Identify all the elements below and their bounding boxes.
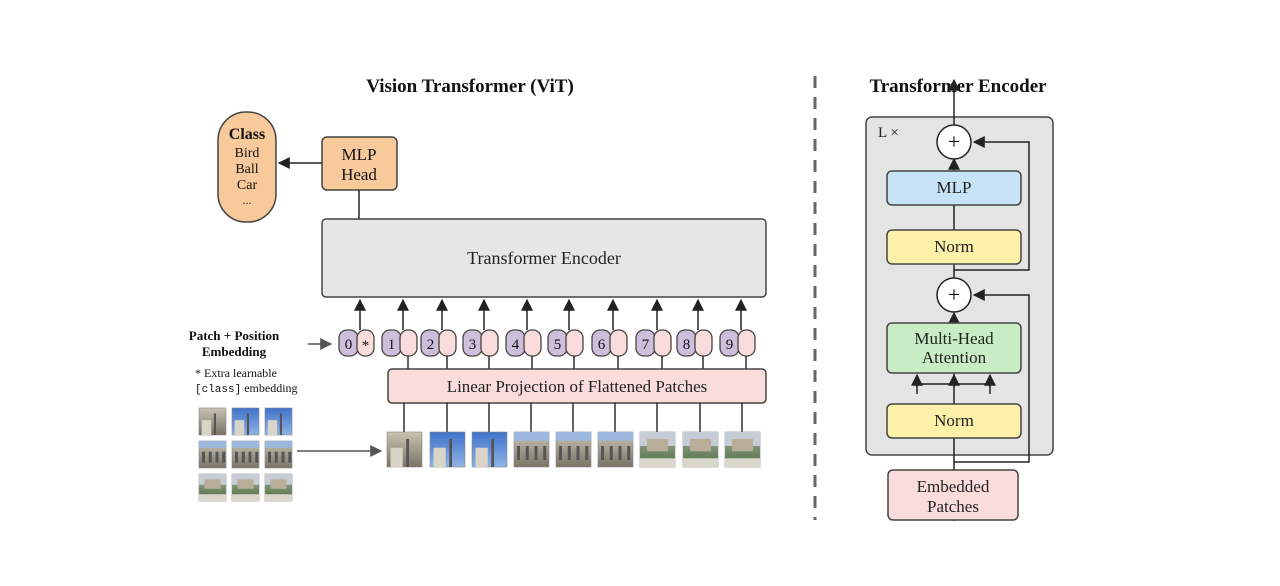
encoder-detail-title: Transformer Encoder <box>869 76 1047 97</box>
image-patch-icon <box>231 473 260 502</box>
residual-connection-upper <box>954 136 1030 271</box>
image-patch-icon <box>198 473 227 502</box>
position-embedding-cell <box>480 329 499 357</box>
token-pair: 7 <box>635 298 672 369</box>
embedded-patches-line2: Patches <box>927 497 979 516</box>
add-symbol-lower: + <box>948 282 960 307</box>
position-embedding-cell <box>694 329 713 357</box>
embedding-word: embedding <box>241 381 297 395</box>
class-output-box <box>217 111 277 223</box>
position-embedding-cell <box>609 329 628 357</box>
embedded-patches-line1: Embedded <box>917 477 990 496</box>
position-embedding-cell <box>356 329 375 357</box>
patch-position-label-line1: Patch + Position <box>189 328 280 343</box>
image-patch-icon <box>471 431 508 468</box>
norm-block-bottom-label: Norm <box>934 411 974 430</box>
residual-add-lower: + <box>936 277 972 313</box>
position-embedding-cell <box>565 329 584 357</box>
norm-block-bottom <box>886 403 1022 439</box>
token-pair: 2 <box>420 298 457 369</box>
image-patch-icon <box>264 407 293 436</box>
token-pair: 5 <box>547 298 584 369</box>
token-pair: 1 <box>381 298 418 369</box>
image-patch-icon <box>429 431 466 468</box>
mlp-block-label: MLP <box>937 178 972 197</box>
class-item-ball: Ball <box>235 162 258 177</box>
token-index-label: 2 <box>427 337 435 353</box>
plus-circle-icon <box>936 277 972 313</box>
plus-circle-icon <box>936 124 972 160</box>
attention-label-line1: Multi-Head <box>914 329 994 348</box>
linear-projection-label: Linear Projection of Flattened Patches <box>447 377 708 396</box>
residual-connection-lower <box>954 289 1030 463</box>
mlp-block <box>886 170 1022 206</box>
image-patch-icon <box>264 473 293 502</box>
patch-position-label-line2: Embedding <box>202 344 267 359</box>
token-index-label: 4 <box>512 337 520 353</box>
image-patch-icon <box>513 431 550 468</box>
embedded-patches-block <box>887 469 1019 521</box>
image-patch-icon <box>639 431 676 468</box>
position-embedding-cell <box>438 329 457 357</box>
mlp-head-line1: MLP <box>342 145 377 164</box>
class-item-car: Car <box>237 178 258 193</box>
add-symbol-upper: + <box>948 129 960 154</box>
image-patch-icon <box>682 431 719 468</box>
token-pair: 0* <box>338 298 375 357</box>
mlp-head-line2: Head <box>341 165 377 184</box>
image-patch-icon <box>231 407 260 436</box>
image-patch-icon <box>231 440 260 469</box>
token-index-label: 3 <box>469 337 477 353</box>
class-token-marker: * <box>362 338 370 354</box>
token-index-label: 0 <box>345 337 353 353</box>
repeat-label: L × <box>878 125 899 141</box>
residual-add-upper: + <box>936 124 972 160</box>
token-index-label: 5 <box>554 337 562 353</box>
token-index-label: 6 <box>598 337 606 353</box>
image-patch-icon <box>264 440 293 469</box>
token-pair: 8 <box>676 298 713 369</box>
token-pair: 3 <box>462 298 499 369</box>
image-patch-icon <box>724 431 761 468</box>
norm-block-top-label: Norm <box>934 237 974 256</box>
token-pair: 9 <box>719 298 756 369</box>
flattened-patch-row <box>386 403 761 468</box>
image-patch-icon <box>597 431 634 468</box>
source-image-patch-grid <box>198 407 293 502</box>
image-patch-icon <box>198 440 227 469</box>
token-index-label: 9 <box>726 337 734 353</box>
extra-learnable-note: * Extra learnable <box>195 366 277 380</box>
class-title: Class <box>229 126 265 143</box>
token-index-label: 8 <box>683 337 691 353</box>
norm-block-top <box>886 229 1022 265</box>
class-code-token: [class] <box>195 384 241 396</box>
multi-head-attention-block <box>886 322 1022 374</box>
position-embedding-cell <box>653 329 672 357</box>
class-embedding-note: [class] embedding <box>195 381 298 396</box>
token-pair: 6 <box>591 298 628 369</box>
position-embedding-cell <box>523 329 542 357</box>
token-index-label: 1 <box>388 337 396 353</box>
class-item-bird: Bird <box>235 146 260 161</box>
token-pair: 4 <box>505 298 542 369</box>
transformer-encoder-label: Transformer Encoder <box>467 248 621 268</box>
token-index-label: 7 <box>642 337 650 353</box>
position-embedding-cell <box>737 329 756 357</box>
image-patch-icon <box>555 431 592 468</box>
linear-projection-box <box>387 368 767 404</box>
transformer-encoder-box <box>321 218 767 298</box>
position-embedding-cell <box>399 329 418 357</box>
class-item-ellipsis: ... <box>243 193 252 207</box>
attention-label-line2: Attention <box>922 348 987 367</box>
vit-title: Vision Transformer (ViT) <box>366 76 574 97</box>
image-patch-icon <box>198 407 227 436</box>
image-patch-icon <box>386 431 423 468</box>
